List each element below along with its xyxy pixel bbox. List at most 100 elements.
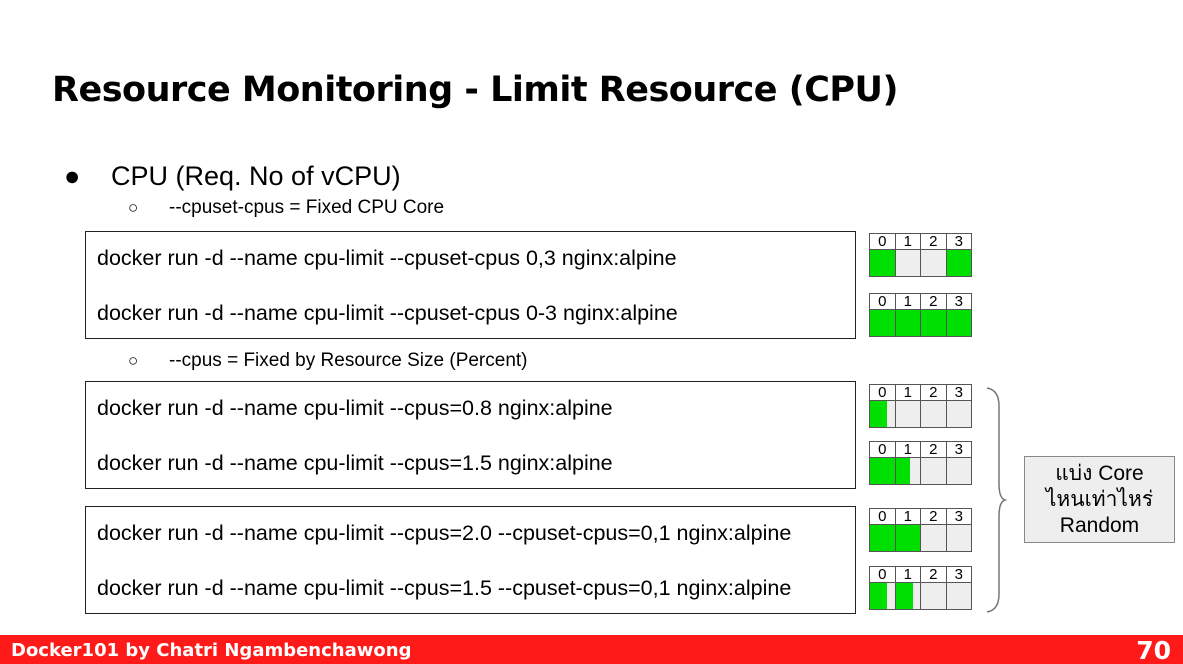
sub-bullet-marker: ○ bbox=[128, 198, 139, 217]
cpu-core-usage-fill bbox=[895, 525, 920, 551]
cpu-core-cell bbox=[920, 401, 946, 427]
cpu-core-cell bbox=[945, 310, 971, 336]
sub-bullet-text: --cpus = Fixed by Resource Size (Percent… bbox=[169, 350, 528, 371]
cpu-core-label: 0 bbox=[878, 566, 887, 583]
cpu-core-label: 3 bbox=[945, 509, 972, 525]
cpu-core-cell bbox=[920, 458, 946, 484]
cpu-core-label: 1 bbox=[894, 509, 921, 525]
sub-bullet-cpus: ○ --cpus = Fixed by Resource Size (Percen… bbox=[128, 350, 528, 372]
cpu-core-cell bbox=[894, 458, 920, 484]
cpu-core-cell bbox=[920, 525, 946, 551]
footer-author: Docker101 by Chatri Ngambenchawong bbox=[11, 640, 412, 661]
curly-brace-icon bbox=[986, 387, 1007, 613]
sub-bullet-cpuset: ○ --cpuset-cpus = Fixed CPU Core bbox=[128, 197, 444, 219]
cpu-core-cell bbox=[945, 401, 971, 427]
cpu-core-cell bbox=[870, 401, 895, 427]
command-line: docker run -d --name cpu-limit --cpuset-… bbox=[97, 301, 678, 325]
cpu-core-cell bbox=[870, 310, 895, 336]
cpu-core-cell bbox=[920, 250, 946, 276]
cpu-core-label: 1 bbox=[894, 294, 921, 310]
cpu-core-cell bbox=[870, 458, 895, 484]
cpu-core-label: 3 bbox=[945, 234, 972, 250]
cpu-core-usage-fill bbox=[921, 310, 946, 336]
command-line: docker run -d --name cpu-limit --cpus=1.… bbox=[97, 451, 613, 475]
bullet-cpu: ● CPU (Req. No of vCPU) bbox=[64, 161, 401, 192]
cpu-core-label: 0 bbox=[878, 441, 887, 458]
cpu-core-label: 3 bbox=[945, 385, 972, 401]
bullet-text: CPU (Req. No of vCPU) bbox=[111, 161, 401, 191]
cpu-core-usage-fill bbox=[895, 310, 920, 336]
cpu-core-label: 3 bbox=[945, 294, 972, 310]
cpu-core-label: 2 bbox=[920, 234, 946, 250]
cpu-core-usage-fill bbox=[870, 525, 895, 551]
cpu-core-cell bbox=[870, 525, 895, 551]
random-note-box: แบ่ง Core ไหนเท่าไหร่ Random bbox=[1024, 456, 1175, 543]
cpu-core-cell bbox=[894, 401, 920, 427]
cpu-core-usage-fill bbox=[895, 458, 911, 484]
command-line: docker run -d --name cpu-limit --cpus=1.… bbox=[97, 576, 792, 600]
cpu-core-usage-fill bbox=[895, 583, 913, 609]
cpu-core-label: 3 bbox=[945, 567, 972, 583]
bullet-marker: ● bbox=[64, 161, 81, 191]
cpu-core-cells bbox=[869, 400, 972, 428]
cpu-core-cells bbox=[869, 249, 972, 277]
cpu-core-cell bbox=[945, 583, 971, 609]
note-line: แบ่ง Core bbox=[1055, 462, 1144, 485]
cpu-core-cell bbox=[920, 583, 946, 609]
cpu-core-cell bbox=[920, 310, 946, 336]
cpu-core-label: 2 bbox=[920, 294, 946, 310]
cpu-core-label: 0 bbox=[878, 384, 887, 401]
cpu-core-label: 2 bbox=[920, 385, 946, 401]
cpu-core-label: 3 bbox=[945, 442, 972, 458]
cpu-core-usage-fill bbox=[870, 401, 888, 427]
cpu-core-usage-fill bbox=[870, 583, 888, 609]
cpu-core-cell bbox=[870, 583, 895, 609]
cpu-core-label: 2 bbox=[920, 442, 946, 458]
cpu-core-cell bbox=[870, 250, 895, 276]
cpu-core-usage-fill bbox=[870, 458, 895, 484]
cpu-core-cell bbox=[945, 525, 971, 551]
cpu-core-label: 0 bbox=[878, 293, 887, 310]
command-box-cpus-cpuset: docker run -d --name cpu-limit --cpus=2.… bbox=[85, 506, 856, 614]
cpu-core-label: 1 bbox=[894, 567, 921, 583]
cpu-core-cells bbox=[869, 582, 972, 610]
command-line: docker run -d --name cpu-limit --cpus=0.… bbox=[97, 396, 613, 420]
sub-bullet-text: --cpuset-cpus = Fixed CPU Core bbox=[169, 197, 445, 218]
cpu-core-label: 1 bbox=[894, 234, 921, 250]
cpu-core-cells bbox=[869, 309, 972, 337]
command-box-cpus: docker run -d --name cpu-limit --cpus=0.… bbox=[85, 381, 856, 489]
note-line: ไหนเท่าไหร่ bbox=[1045, 488, 1154, 511]
command-box-cpuset: docker run -d --name cpu-limit --cpuset-… bbox=[85, 231, 856, 339]
sub-bullet-marker: ○ bbox=[128, 351, 139, 370]
command-line: docker run -d --name cpu-limit --cpus=2.… bbox=[97, 521, 792, 545]
cpu-core-cell bbox=[894, 525, 920, 551]
cpu-core-usage-fill bbox=[870, 310, 895, 336]
cpu-core-usage-fill bbox=[946, 310, 971, 336]
cpu-core-label: 1 bbox=[894, 385, 921, 401]
slide-title: Resource Monitoring - Limit Resource (CP… bbox=[52, 70, 898, 110]
command-line: docker run -d --name cpu-limit --cpuset-… bbox=[97, 246, 677, 270]
cpu-core-cell bbox=[894, 310, 920, 336]
cpu-core-usage-fill bbox=[870, 250, 895, 276]
page-number: 70 bbox=[1136, 636, 1171, 664]
cpu-core-cells bbox=[869, 457, 972, 485]
cpu-core-cell bbox=[945, 250, 971, 276]
cpu-core-cell bbox=[945, 458, 971, 484]
cpu-core-cells bbox=[869, 524, 972, 552]
cpu-core-cell bbox=[894, 583, 920, 609]
cpu-core-label: 0 bbox=[878, 233, 887, 250]
cpu-core-label: 2 bbox=[920, 509, 946, 525]
